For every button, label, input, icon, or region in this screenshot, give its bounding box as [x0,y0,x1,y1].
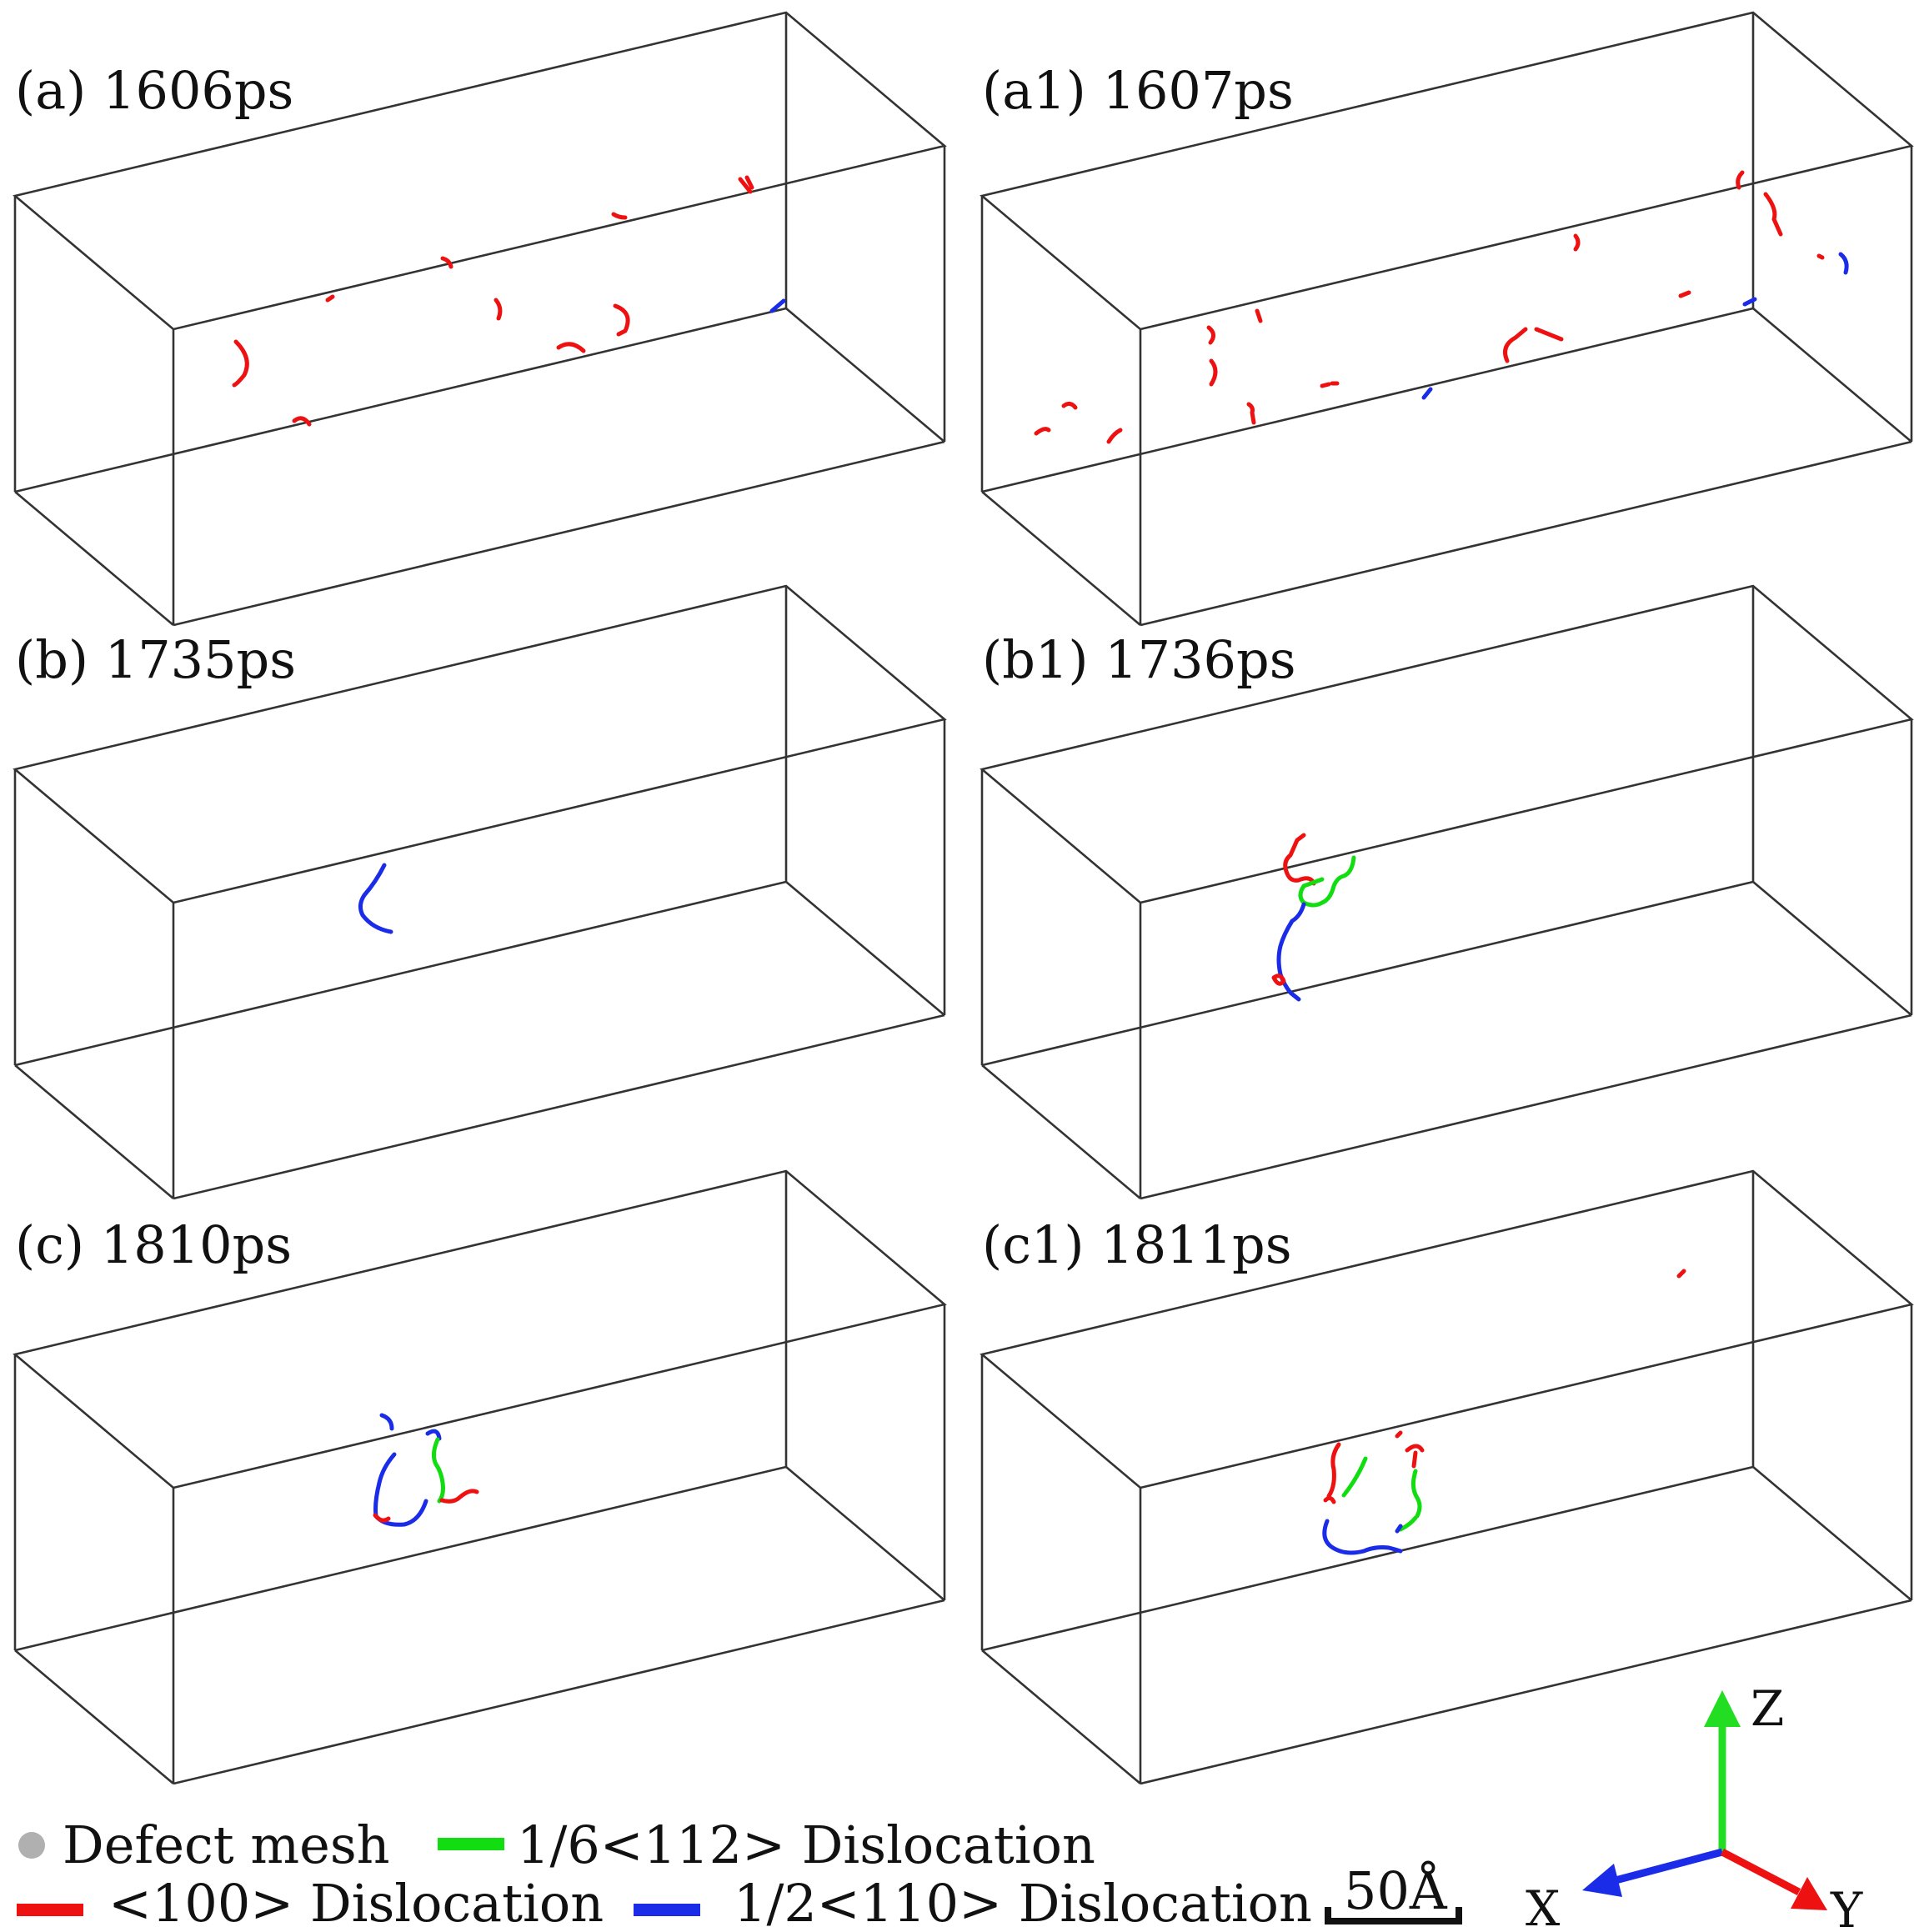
d110-swatch [634,1904,700,1916]
dislocation-100 [1816,253,1825,260]
dislocation-110 [373,1429,442,1527]
x-axis: X [1526,1848,1724,1932]
legend: Defect mesh <100> Dislocation 1/6<112> D… [17,1814,1462,1932]
dislocations-c1 [1322,1269,1686,1555]
dislocation-100 [1271,974,1286,986]
legend-item-112: 1/6<112> Dislocation [438,1814,1095,1875]
dislocations-a1 [1034,170,1849,444]
dislocation-100 [232,339,249,388]
dislocation-110 [1838,252,1849,275]
y-arrow-icon [1791,1877,1827,1910]
dislocation-110 [358,863,393,934]
dislocation-100 [1678,290,1691,298]
panel-label: (a1) 1607ps [982,60,1294,121]
panel-b: (b) 1735ps [13,584,946,1200]
panel-label: (b) 1735ps [15,629,296,690]
dislocation-112 [431,1437,445,1504]
dislocation-100 [1676,1269,1686,1279]
panel-label: (c1) 1811ps [982,1214,1292,1275]
z-arrow-icon [1704,1690,1741,1727]
dislocation-110 [1322,1519,1403,1555]
dislocation-100 [494,298,503,321]
dislocation-100 [325,294,335,303]
dislocation-110 [1742,297,1757,307]
dislocations-b [358,863,393,934]
defect-mesh-swatch [18,1832,45,1859]
legend-label-112: 1/6<112> Dislocation [517,1814,1095,1875]
panel-label: (a) 1606ps [15,60,293,121]
dislocation-100 [1320,381,1340,388]
y-axis: Y [1720,1849,1863,1932]
dislocations-c [373,1413,479,1527]
dislocation-100 [1061,401,1078,410]
legend-item-110: 1/2<110> Dislocation [634,1873,1312,1932]
z-axis-label: Z [1751,1680,1784,1737]
x-axis-label: X [1526,1880,1561,1932]
legend-item-defect-mesh: Defect mesh [18,1814,390,1875]
x-arrow-icon [1582,1864,1622,1897]
legend-label-110: 1/2<110> Dislocation [734,1873,1312,1932]
dislocation-100 [1106,428,1123,444]
dislocation-100 [1736,170,1783,237]
legend-label-defect-mesh: Defect mesh [63,1814,390,1875]
legend-item-100: <100> Dislocation [17,1873,604,1932]
dislocation-100 [1503,327,1564,363]
scale-bar-line [1325,1907,1462,1924]
legend-label-100: <100> Dislocation [108,1873,604,1932]
panel-label: (b1) 1736ps [982,629,1296,690]
dislocation-100 [611,212,628,220]
dislocation-100 [1255,308,1263,323]
dislocation-100 [1573,233,1581,252]
panel-a1: (a1) 1607ps [980,11,1913,627]
dislocation-100 [1206,325,1218,387]
panel-b1: (b1) 1736ps [980,584,1913,1200]
dislocations-a [232,175,786,427]
dislocation-100 [1323,1430,1425,1504]
dislocations-b1 [1271,833,1356,1002]
dislocation-110 [1276,902,1306,1002]
dislocation-110 [379,1413,394,1431]
d100-swatch [17,1904,83,1916]
dislocation-100 [292,416,312,427]
panel-c: (c) 1810ps [13,1169,946,1785]
axis-triad: Z X Y [1526,1680,1863,1932]
dislocation-100 [1034,427,1051,436]
scale-bar: 50Å [1325,1860,1462,1924]
panel-a: (a) 1606ps [13,11,946,627]
scale-label: 50Å [1344,1860,1448,1921]
panel-c1: (c1) 1811ps [980,1169,1913,1785]
dislocation-100 [613,303,630,337]
dislocation-100 [1283,833,1316,886]
dislocation-100 [556,342,586,353]
dislocation-110 [769,298,786,313]
dislocation-112 [1298,855,1356,908]
dislocation-100 [738,175,754,194]
dislocation-112 [1341,1456,1422,1532]
y-axis-label: Y [1830,1882,1863,1932]
dislocation-100 [373,1489,479,1523]
dislocation-100 [1246,402,1256,425]
z-axis: Z [1704,1680,1784,1852]
panel-label: (c) 1810ps [15,1214,292,1275]
dislocation-100 [440,256,453,269]
dislocation-110 [1421,387,1433,400]
d112-swatch [438,1838,504,1850]
